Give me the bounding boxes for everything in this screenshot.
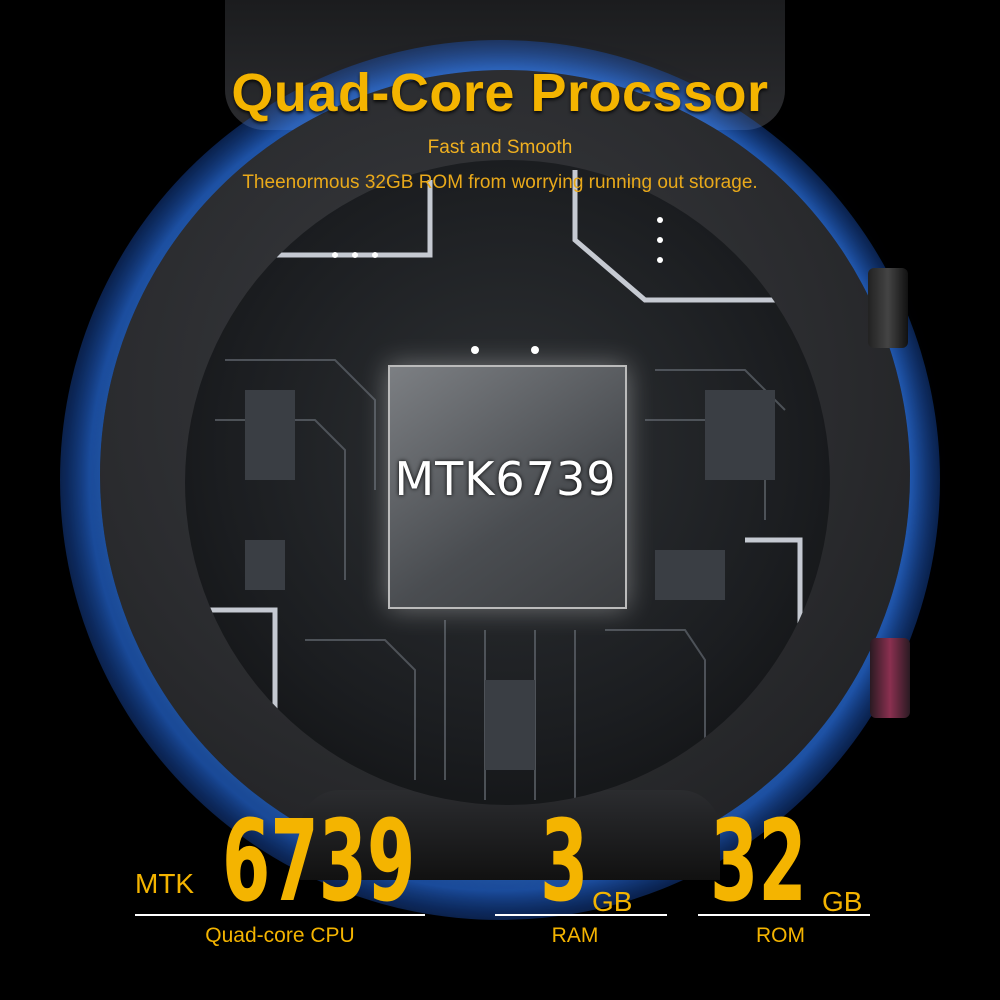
ram-value: 3 — [540, 797, 589, 927]
rom-value: 32 — [710, 797, 807, 927]
cpu-prefix: MTK — [135, 868, 195, 899]
ram-divider — [495, 914, 667, 916]
watch-crown-button-bottom — [870, 638, 910, 718]
cpu-divider — [135, 914, 425, 916]
processor-chip — [388, 365, 627, 609]
page-title: Quad-Core Procssor — [231, 63, 769, 123]
circuit-traces-icon — [205, 170, 825, 800]
cpu-caption: Quad-core CPU — [205, 924, 355, 947]
rom-divider — [698, 914, 870, 916]
watch-strap-bottom — [300, 790, 720, 880]
rom-caption: ROM — [756, 924, 805, 947]
processor-chip-label: MTK6739 — [394, 452, 617, 506]
cpu-value: 6739 — [222, 797, 416, 927]
page-subtitle: Fast and Smooth — [427, 137, 573, 158]
page-description: Theenormous 32GB ROM from worrying runni… — [242, 172, 758, 193]
ram-unit: GB — [592, 886, 633, 917]
watch-crown-button-top — [868, 268, 908, 348]
rom-unit: GB — [822, 886, 863, 917]
ram-caption: RAM — [551, 924, 599, 947]
